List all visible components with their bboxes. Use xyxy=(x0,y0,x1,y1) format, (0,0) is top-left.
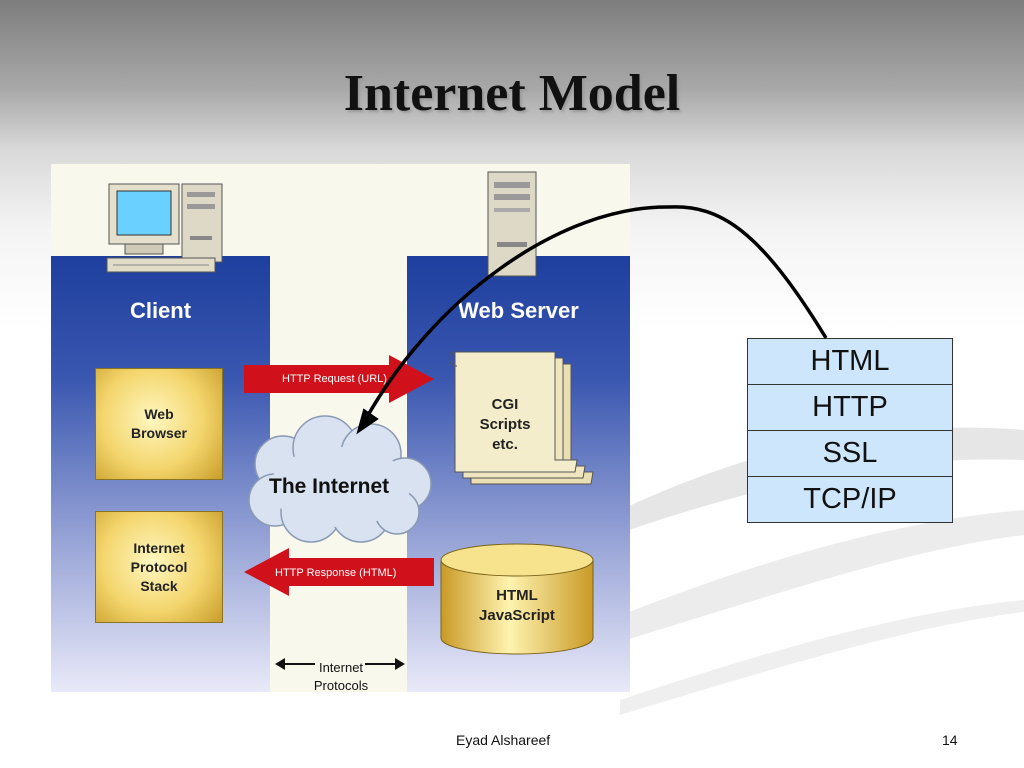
internet-model-diagram: Client Web Server Web Browser Internet P… xyxy=(51,164,630,693)
internet-label: The Internet xyxy=(269,475,390,498)
internet-protocols-label: Internet Protocols xyxy=(313,660,369,693)
server-label: Web Server xyxy=(458,298,579,323)
footer-author: Eyad Alshareef xyxy=(456,732,551,748)
page-number: 14 xyxy=(942,732,958,748)
cgi-scripts-label: CGI Scripts etc. xyxy=(479,396,531,453)
http-request-arrow xyxy=(244,355,434,403)
stack-layer-http: HTTP xyxy=(748,385,952,431)
protocol-stack-table: HTML HTTP SSL TCP/IP xyxy=(747,338,953,523)
html-database-icon xyxy=(440,543,594,655)
stack-layer-ssl: SSL xyxy=(748,431,952,477)
html-javascript-label: HTML JavaScript xyxy=(479,587,555,624)
slide-title: Internet Model xyxy=(343,65,681,122)
web-browser-box: Web Browser xyxy=(95,368,223,480)
stack-layer-html: HTML xyxy=(748,339,952,385)
client-label: Client xyxy=(129,298,192,323)
internet-protocols-arrows xyxy=(275,658,405,670)
cgi-scripts-icon xyxy=(448,351,594,485)
http-response-arrow xyxy=(244,548,434,596)
protocol-stack-box: Internet Protocol Stack xyxy=(95,511,223,623)
http-response-label: HTTP Response (HTML) xyxy=(275,567,397,579)
stack-layer-tcpip: TCP/IP xyxy=(803,483,897,515)
http-request-label: HTTP Request (URL) xyxy=(282,373,387,385)
internet-cloud-icon xyxy=(248,415,432,543)
client-computer-icon xyxy=(106,183,223,273)
